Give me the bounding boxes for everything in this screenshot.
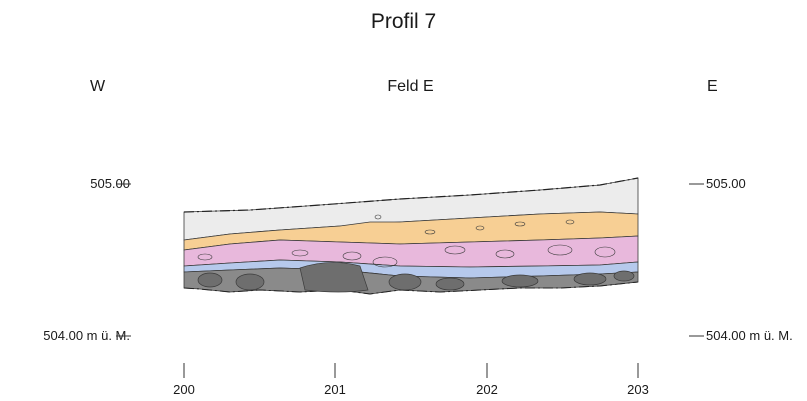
x-tick-label-201: 201 xyxy=(324,382,346,397)
x-tick-label-202: 202 xyxy=(476,382,498,397)
surface-line xyxy=(183,177,639,213)
x-tick-label-200: 200 xyxy=(173,382,195,397)
elevation-504-left: 504.00 m ü. M. xyxy=(43,328,130,343)
elevation-505-left: 505.00 xyxy=(90,176,130,191)
east-label: E xyxy=(707,78,718,95)
elevation-504-right: 504.00 m ü. M. xyxy=(706,328,793,343)
west-label: W xyxy=(90,78,106,95)
x-tick-label-203: 203 xyxy=(627,382,649,397)
elevation-505-right: 505.00 xyxy=(706,176,746,191)
base-line xyxy=(183,281,639,295)
profile-title: Profil 7 xyxy=(370,10,437,33)
gravel-stones xyxy=(197,262,635,293)
pebble-outlines xyxy=(197,214,616,268)
field-label: Feld E xyxy=(387,78,434,95)
